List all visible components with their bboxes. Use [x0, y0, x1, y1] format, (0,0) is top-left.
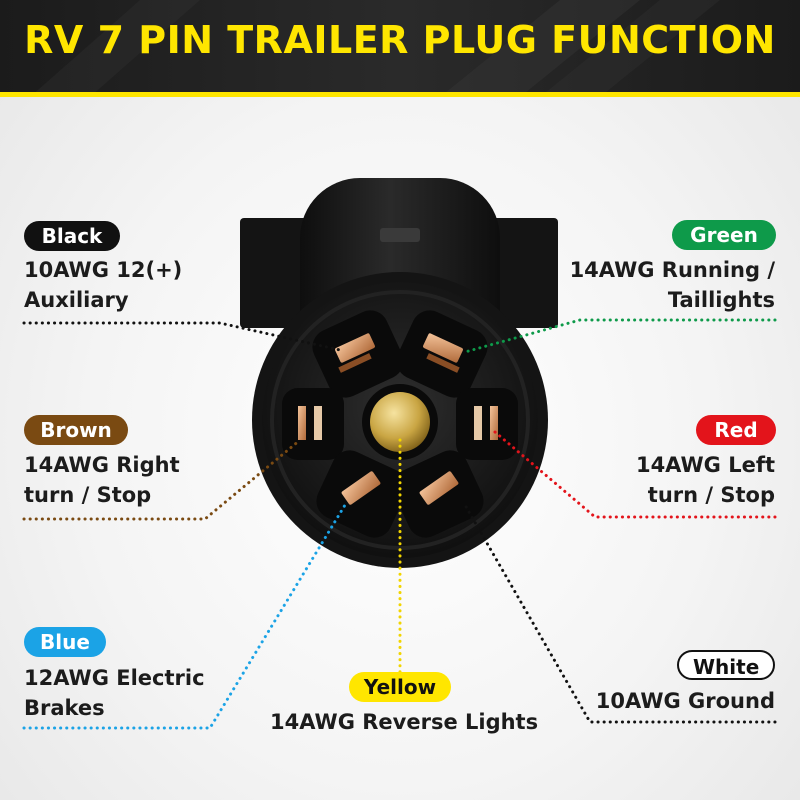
header-banner: RV 7 PIN TRAILER PLUG FUNCTION: [0, 0, 800, 97]
desc-blue: 12AWG Electric Brakes: [24, 663, 205, 723]
socket-white: [392, 450, 484, 538]
badge-yellow: Yellow: [349, 672, 451, 702]
badge-black: Black: [24, 221, 120, 251]
desc-yellow-line1: 14AWG Reverse Lights: [270, 710, 539, 734]
desc-brown-line1: 14AWG Right: [24, 453, 180, 477]
badge-blue: Blue: [24, 627, 106, 657]
key-notch: [380, 228, 420, 242]
desc-red-line1: 14AWG Left: [635, 453, 775, 477]
leader-line-red: [493, 430, 777, 519]
badge-green: Green: [672, 220, 776, 250]
socket-red: [456, 388, 518, 460]
header-pattern: [30, 0, 720, 97]
header-stripe: [0, 92, 800, 97]
desc-green-line2: Taillights: [667, 288, 775, 312]
desc-brown: 14AWG Right turn / Stop: [24, 450, 180, 510]
leader-line-green: [463, 318, 777, 354]
leader-line-white: [463, 503, 777, 724]
page-title: RV 7 PIN TRAILER PLUG FUNCTION: [24, 18, 776, 62]
desc-white: 10AWG Ground: [596, 686, 775, 716]
leader-line-black: [22, 321, 342, 352]
badge-white: White: [677, 650, 775, 680]
desc-brown-line2: turn / Stop: [24, 483, 152, 507]
desc-blue-line1: 12AWG Electric: [24, 666, 205, 690]
center-pin: [370, 392, 430, 452]
desc-red: 14AWG Left turn / Stop: [636, 450, 775, 510]
socket-green: [396, 310, 488, 398]
desc-black: 10AWG 12(+) Auxiliary: [24, 255, 182, 315]
desc-red-line2: turn / Stop: [647, 483, 775, 507]
desc-green-line1: 14AWG Running /: [569, 258, 775, 282]
desc-white-line1: 10AWG Ground: [595, 689, 775, 713]
leader-line-blue: [22, 503, 347, 730]
badge-red: Red: [696, 415, 776, 445]
desc-black-line2: Auxiliary: [24, 288, 129, 312]
badge-brown: Brown: [24, 415, 128, 445]
desc-green: 14AWG Running / Taillights: [570, 255, 775, 315]
desc-yellow: 14AWG Reverse Lights: [270, 707, 539, 737]
socket-brown: [282, 388, 344, 460]
desc-black-line1: 10AWG 12(+): [24, 258, 183, 282]
desc-blue-line2: Brakes: [24, 696, 105, 720]
socket-black: [312, 310, 404, 398]
leader-line-brown: [22, 438, 302, 521]
